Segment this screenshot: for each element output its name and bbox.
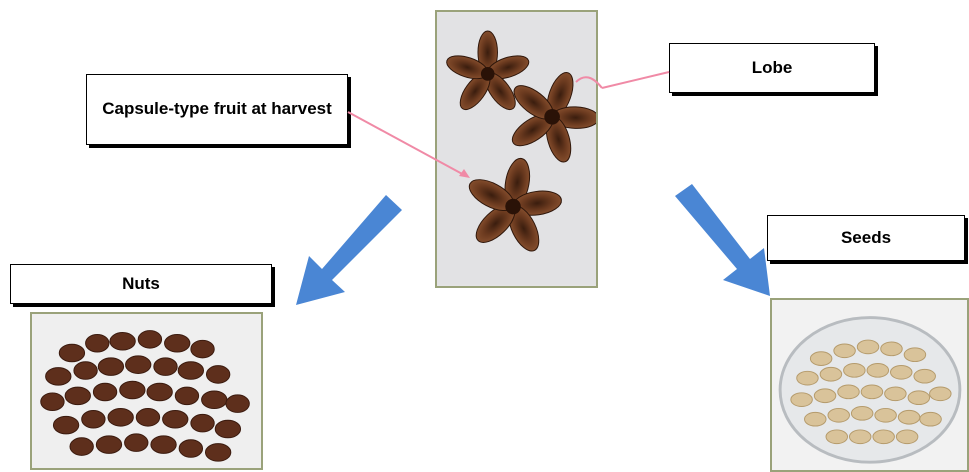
lobe-label: Lobe xyxy=(669,43,875,93)
capsule-fruit-label: Capsule-type fruit at harvest xyxy=(86,74,348,145)
seeds-illustration xyxy=(772,300,967,470)
arrow-to-seeds xyxy=(675,184,770,296)
capsule-fruit-label-text: Capsule-type fruit at harvest xyxy=(102,98,332,121)
nuts-illustration xyxy=(32,314,261,468)
nuts-label: Nuts xyxy=(10,264,272,304)
lobe-pointer-line xyxy=(602,72,669,88)
capsule-fruit-illustration xyxy=(437,12,596,286)
lobe-label-text: Lobe xyxy=(752,57,793,80)
capsule-fruit-photo xyxy=(435,10,598,288)
arrow-to-nuts xyxy=(296,195,402,305)
seeds-label-text: Seeds xyxy=(841,227,891,250)
seeds-photo xyxy=(770,298,969,472)
seeds-label: Seeds xyxy=(767,215,965,261)
nuts-label-text: Nuts xyxy=(122,273,160,296)
nuts-photo xyxy=(30,312,263,470)
